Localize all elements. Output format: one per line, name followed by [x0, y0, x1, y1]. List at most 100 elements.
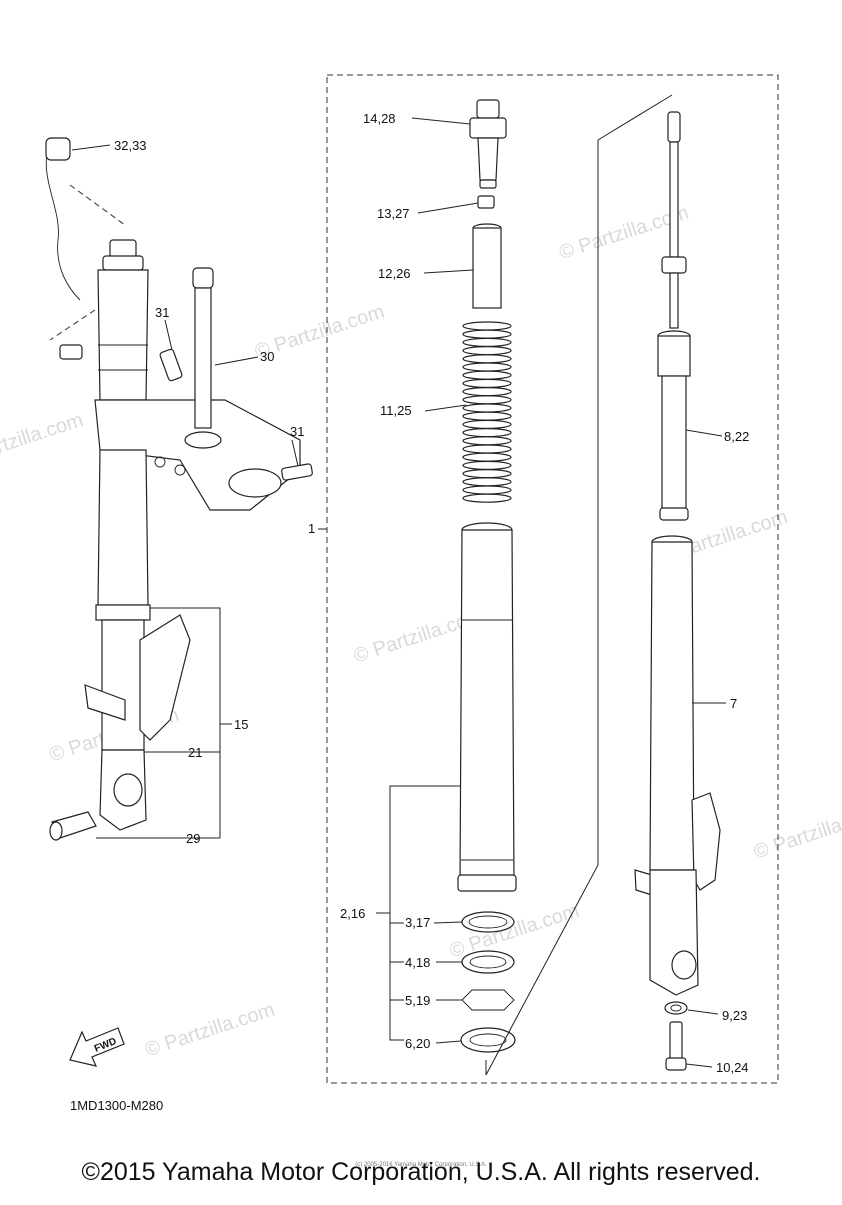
callout-32-33: 32,33	[114, 138, 147, 153]
callout-14-28: 14,28	[363, 111, 396, 126]
part-5-clip	[461, 989, 515, 1011]
callout-9-23: 9,23	[722, 1008, 747, 1023]
part-9-washer	[664, 1001, 688, 1015]
spring-coil	[462, 329, 512, 339]
assembled-fork	[45, 137, 313, 841]
spring-coil	[462, 460, 512, 470]
outer-tube-bottom	[457, 874, 517, 892]
callout-6-20: 6,20	[405, 1036, 430, 1051]
steering-shaft	[194, 287, 212, 429]
fwd-arrow-icon: FWD	[69, 1027, 125, 1067]
cartridge-body	[661, 375, 687, 512]
callout-15: 15	[234, 717, 248, 732]
center-leaders	[318, 117, 479, 1044]
spring-coil	[462, 452, 512, 462]
callout-labels: 32,33 31 30 31 15 21 29 1 14,28 13,27 12…	[114, 111, 749, 1075]
watermark-8: © Partzilla.com	[447, 900, 582, 963]
callout-8-22: 8,22	[724, 429, 749, 444]
part-6-dust-seal	[460, 1027, 516, 1053]
spring-coil	[462, 444, 512, 454]
damper-rod-tip	[667, 111, 681, 143]
steering-shaft-base	[184, 431, 222, 449]
damper-rod	[669, 141, 679, 258]
diagram-code: 1MD1300-M280	[70, 1098, 163, 1113]
bolt-31-left	[159, 348, 183, 382]
spring-coil	[462, 469, 512, 479]
cap-bolt	[109, 239, 137, 259]
sensor-connector	[45, 137, 71, 161]
callout-5-19: 5,19	[405, 993, 430, 1008]
callout-30: 30	[260, 349, 274, 364]
spring-coil	[462, 428, 512, 438]
right-leaders	[485, 94, 726, 1076]
spring-coil	[462, 378, 512, 388]
kit-boundary	[326, 74, 779, 1084]
callout-11-25: 11,25	[380, 403, 412, 418]
callout-13-27: 13,27	[377, 206, 410, 221]
part-10-bolt-head	[665, 1057, 687, 1071]
bracket-bolt-hole-2	[174, 464, 186, 476]
part-12-spacer	[472, 227, 502, 309]
wire-clip	[59, 344, 83, 360]
spring-coil	[462, 395, 512, 405]
part-13-nut	[477, 195, 495, 209]
spring-coil	[462, 419, 512, 429]
spring-coil	[462, 493, 512, 503]
caliper-mount	[139, 614, 191, 741]
center-column	[457, 99, 517, 1075]
axle-hole	[113, 773, 143, 807]
left-leaders	[71, 144, 299, 839]
watermark-9: © Partzilla.com	[751, 801, 842, 864]
outer-tube	[97, 449, 149, 606]
axle-pinch-bolt-head	[49, 821, 63, 841]
part-14-nut	[469, 117, 507, 139]
spring-coil	[462, 436, 512, 446]
sensor-wire	[45, 147, 81, 301]
right-axle-hole	[671, 950, 697, 980]
callout-10-24: 10,24	[716, 1060, 749, 1075]
callout-31-upper: 31	[155, 305, 169, 320]
damper-rod-lower	[669, 272, 679, 329]
inner-tube-body	[649, 541, 695, 871]
cartridge-head	[657, 335, 691, 377]
bracket-clamp-hole	[228, 468, 282, 498]
footer-fineprint: (c) 2005-2016 Yamaha Motor Corporation, …	[355, 1162, 487, 1168]
callout-2-16: 2,16	[340, 906, 365, 921]
part-14-shank	[477, 137, 499, 181]
spring-coil	[462, 321, 512, 331]
spring-coil	[462, 387, 512, 397]
footer-copyright: ©2015 Yamaha Motor Corporation, U.S.A. A…	[81, 1158, 761, 1186]
spring-coil	[462, 370, 512, 380]
bracket-bolt-hole-1	[154, 456, 166, 468]
part-3-seal	[461, 911, 515, 933]
part-14-top	[476, 99, 500, 119]
outer-tube-top	[97, 269, 149, 401]
wire-dash-1	[69, 184, 126, 226]
part-10-bolt	[669, 1021, 683, 1063]
spring-coil	[462, 403, 512, 413]
tube-collar	[95, 604, 151, 621]
watermark-1: © Partzilla.com	[0, 409, 86, 472]
callout-4-18: 4,18	[405, 955, 430, 970]
spring-coil	[462, 346, 512, 356]
callout-12-26: 12,26	[378, 266, 411, 281]
spring-coil	[462, 362, 512, 372]
brake-hose-holder	[84, 684, 126, 721]
part-11-spring	[462, 321, 512, 503]
spring-coil	[462, 337, 512, 347]
part-14-tip	[479, 179, 497, 189]
wire-dash-2	[49, 309, 96, 341]
cartridge-bottom	[659, 507, 689, 521]
spring-coil	[462, 411, 512, 421]
callout-21: 21	[188, 745, 202, 760]
callout-29: 29	[186, 831, 200, 846]
callout-1: 1	[308, 521, 315, 536]
spring-coil	[462, 477, 512, 487]
callout-7: 7	[730, 696, 737, 711]
spring-coil	[462, 354, 512, 364]
inner-tube	[101, 619, 145, 751]
right-column	[634, 111, 721, 1071]
cap-nut	[102, 255, 144, 271]
spring-coil	[462, 485, 512, 495]
